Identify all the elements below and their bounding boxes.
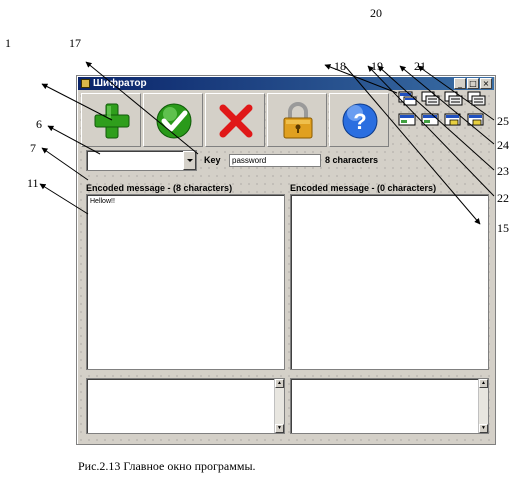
document-icon bbox=[467, 91, 486, 106]
left-log-scrollbar[interactable]: ▲ ▼ bbox=[274, 379, 284, 433]
left-log-area[interactable]: ▲ ▼ bbox=[86, 378, 285, 434]
lock-icon bbox=[283, 102, 313, 139]
window-title: Шифратор bbox=[93, 78, 147, 89]
cross-icon bbox=[219, 104, 253, 138]
key-input[interactable]: password bbox=[229, 154, 321, 167]
document-icon bbox=[421, 91, 440, 106]
window-icon bbox=[421, 113, 439, 126]
callout-11: 11 bbox=[27, 176, 39, 190]
mini-button-5[interactable] bbox=[398, 112, 417, 127]
callout-7: 7 bbox=[30, 141, 36, 155]
mini-button-8[interactable] bbox=[467, 112, 486, 127]
check-icon bbox=[156, 103, 192, 139]
scroll-down-icon[interactable]: ▼ bbox=[479, 424, 488, 433]
right-log-scrollbar[interactable]: ▲ ▼ bbox=[478, 379, 488, 433]
help-button[interactable]: ? bbox=[329, 93, 389, 147]
key-label: Key bbox=[204, 155, 221, 165]
close-button[interactable]: × bbox=[480, 78, 492, 89]
ok-button[interactable] bbox=[143, 93, 203, 147]
mini-button-6[interactable] bbox=[421, 112, 440, 127]
help-icon: ? bbox=[342, 103, 378, 139]
folder-icon bbox=[467, 113, 484, 126]
chevron-down-icon[interactable] bbox=[183, 151, 196, 170]
mini-button-1[interactable] bbox=[398, 91, 417, 106]
scroll-up-icon[interactable]: ▲ bbox=[479, 379, 488, 388]
key-length-label: 8 characters bbox=[325, 155, 379, 165]
copy-icon bbox=[398, 91, 417, 106]
add-button[interactable] bbox=[81, 93, 141, 147]
callout-1: 1 bbox=[5, 36, 11, 50]
mini-button-2[interactable] bbox=[421, 91, 440, 106]
svg-text:?: ? bbox=[353, 109, 366, 134]
callout-22: 22 bbox=[497, 191, 509, 205]
right-panel-header: Encoded message - (0 characters) bbox=[290, 183, 437, 193]
source-text-area[interactable]: Hellow!! bbox=[86, 194, 285, 370]
callout-23: 23 bbox=[497, 164, 509, 178]
minimize-button[interactable]: _ bbox=[454, 78, 466, 89]
callout-21: 21 bbox=[414, 59, 426, 73]
right-log-area[interactable]: ▲ ▼ bbox=[290, 378, 489, 434]
folder-icon bbox=[444, 113, 461, 126]
callout-25: 25 bbox=[497, 114, 509, 128]
window-icon bbox=[398, 113, 416, 126]
maximize-button[interactable]: □ bbox=[467, 78, 479, 89]
callout-19: 19 bbox=[371, 59, 383, 73]
mini-button-3[interactable] bbox=[444, 91, 463, 106]
title-bar[interactable]: Шифратор _ □ × bbox=[78, 77, 494, 90]
document-icon bbox=[444, 91, 463, 106]
callout-17: 17 bbox=[69, 36, 81, 50]
callout-15: 15 bbox=[497, 221, 509, 235]
callout-20: 20 bbox=[370, 6, 382, 20]
mini-button-7[interactable] bbox=[444, 112, 463, 127]
callout-24: 24 bbox=[497, 138, 509, 152]
cancel-button[interactable] bbox=[205, 93, 265, 147]
result-text-area[interactable] bbox=[290, 194, 489, 370]
app-icon bbox=[81, 79, 90, 88]
left-panel-header: Encoded message - (8 characters) bbox=[86, 183, 233, 193]
plus-icon bbox=[94, 103, 130, 139]
figure-caption: Рис.2.13 Главное окно программы. bbox=[78, 459, 256, 473]
callout-6: 6 bbox=[36, 117, 42, 131]
mini-button-4[interactable] bbox=[467, 91, 486, 106]
callout-18: 18 bbox=[334, 59, 346, 73]
scroll-up-icon[interactable]: ▲ bbox=[275, 379, 284, 388]
scroll-down-icon[interactable]: ▼ bbox=[275, 424, 284, 433]
encrypt-button[interactable] bbox=[267, 93, 327, 147]
algorithm-combo[interactable] bbox=[86, 150, 197, 171]
main-window: Шифратор _ □ × bbox=[76, 75, 496, 445]
